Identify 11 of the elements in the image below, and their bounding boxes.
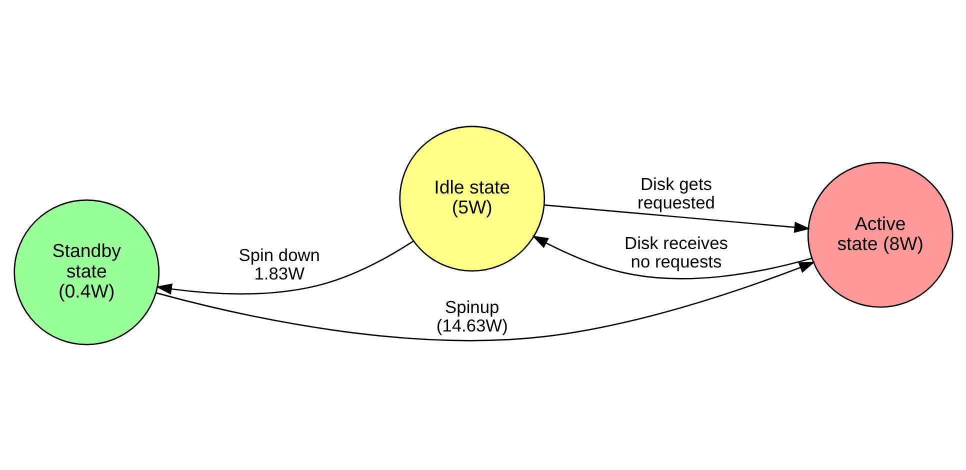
- edge-label: Spin down 1.83W: [238, 244, 320, 284]
- arrow: [532, 235, 812, 279]
- arrow: [156, 261, 815, 341]
- arrow: [544, 204, 810, 232]
- arrow: [155, 240, 414, 294]
- edge-label: Spinup (14.63W): [436, 296, 508, 336]
- edge-label: Disk gets requested: [637, 173, 714, 212]
- node-circle: Idle state (5W): [398, 125, 545, 272]
- node-circle: Standby state (0.4W): [13, 198, 160, 345]
- edge-label: Disk receives no requests: [624, 232, 728, 271]
- node-circle: Active state (8W): [806, 161, 953, 308]
